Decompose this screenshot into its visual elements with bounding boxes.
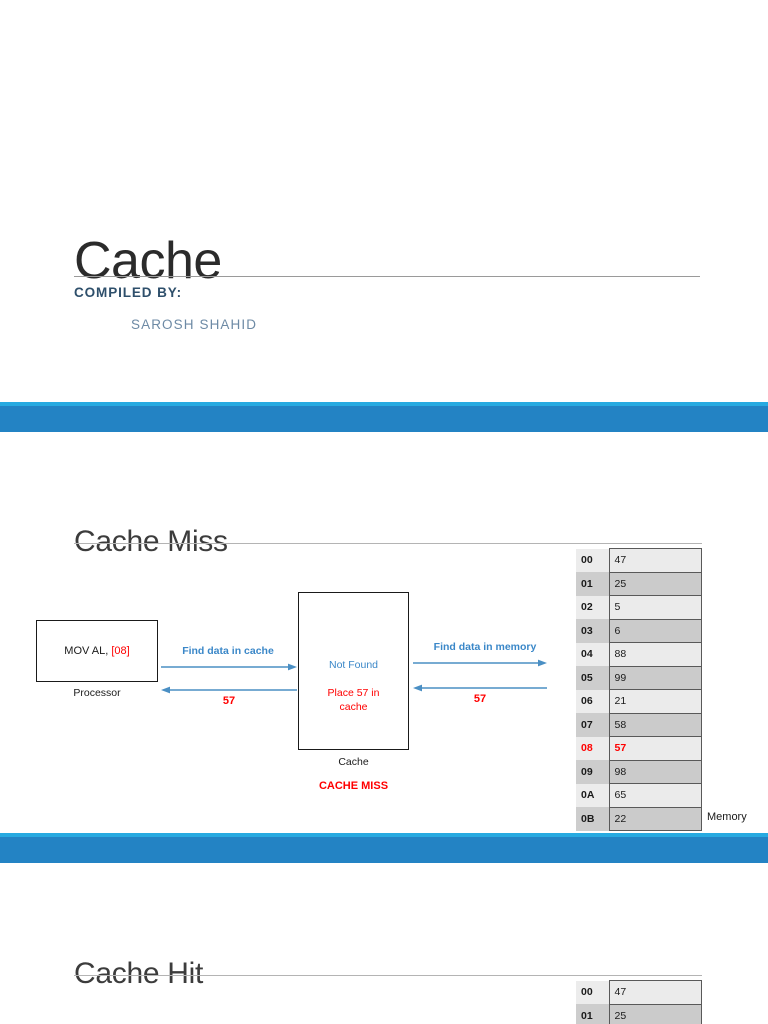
cache-status: Not Found [298,658,409,672]
cache-action: Place 57 in cache [298,686,409,714]
section-separator-bar-2 [0,833,768,863]
cache-hit-heading: Cache Hit [74,956,204,990]
cache-miss-slide: Cache Miss MOV AL, [08] Processor Not Fo… [0,432,768,833]
right-return-arrow-icon [413,684,547,692]
separator-accent-strip-2 [0,833,768,837]
separator-body [0,406,768,432]
memory-address: 00 [576,980,609,1004]
separator-accent-strip [0,402,768,406]
left-return-arrow-icon [161,686,297,694]
memory-address: 08 [576,736,609,760]
cache-action-line2: cache [339,701,368,714]
cache-miss-heading: Cache Miss [74,524,228,558]
memory-address: 03 [576,619,609,643]
memory-address: 04 [576,642,609,666]
compiled-by-label: COMPILED BY: [74,285,183,300]
separator-body-2 [0,837,768,863]
cache-miss-heading-divider [74,543,702,544]
memory-address: 00 [576,548,609,572]
memory-value: 22 [608,806,702,831]
title-divider [74,276,700,277]
processor-box: MOV AL, [08] [36,620,158,682]
memory-address: 0B [576,807,609,831]
cache-caption: Cache [338,756,369,768]
memory-value: 65 [608,783,702,808]
left-forward-arrow-label: Find data in cache [182,645,274,657]
cache-box [298,592,409,750]
memory-value: 58 [608,712,702,737]
cache-hit-heading-divider [74,975,702,976]
cache-miss-result-label: CACHE MISS [318,780,389,792]
memory-address: 05 [576,666,609,690]
right-forward-arrow-label: Find data in memory [433,641,537,653]
left-return-arrow-value: 57 [222,695,236,707]
instruction-mnemonic: MOV AL, [64,645,112,657]
memory-value: 47 [608,980,702,1005]
section-separator-bar [0,402,768,432]
memory-address: 02 [576,595,609,619]
processor-instruction: MOV AL, [08] [64,645,129,657]
cache-status-text: Not Found [328,659,379,671]
cache-miss-diagram: MOV AL, [08] Processor Not Found Place 5… [0,432,768,833]
memory-value: 25 [608,571,702,596]
left-forward-arrow-icon [161,663,297,671]
memory-value: 98 [608,759,702,784]
right-forward-arrow-icon [413,659,547,667]
memory-address: 01 [576,572,609,596]
memory-value: 47 [608,548,702,573]
instruction-operand: [08] [111,645,130,657]
cache-action-line1: Place 57 in [327,687,380,699]
author-name: SAROSH SHAHID [131,317,258,332]
memory-value: 25 [608,1003,702,1024]
page-title: Cache [74,231,222,290]
memory-address: 0A [576,783,609,807]
title-slide: Cache COMPILED BY: SAROSH SHAHID [0,0,768,404]
memory-value: 21 [608,689,702,714]
memory-address: 07 [576,713,609,737]
memory-value: 6 [608,618,702,643]
memory-value: 57 [608,736,702,761]
memory-address: 09 [576,760,609,784]
right-return-arrow-value: 57 [473,693,487,705]
memory-address: 01 [576,1004,609,1024]
memory-value: 88 [608,642,702,667]
memory-address: 06 [576,689,609,713]
memory-value: 99 [608,665,702,690]
processor-caption: Processor [73,687,121,699]
memory-caption: Memory [707,811,747,823]
memory-value: 5 [608,595,702,620]
